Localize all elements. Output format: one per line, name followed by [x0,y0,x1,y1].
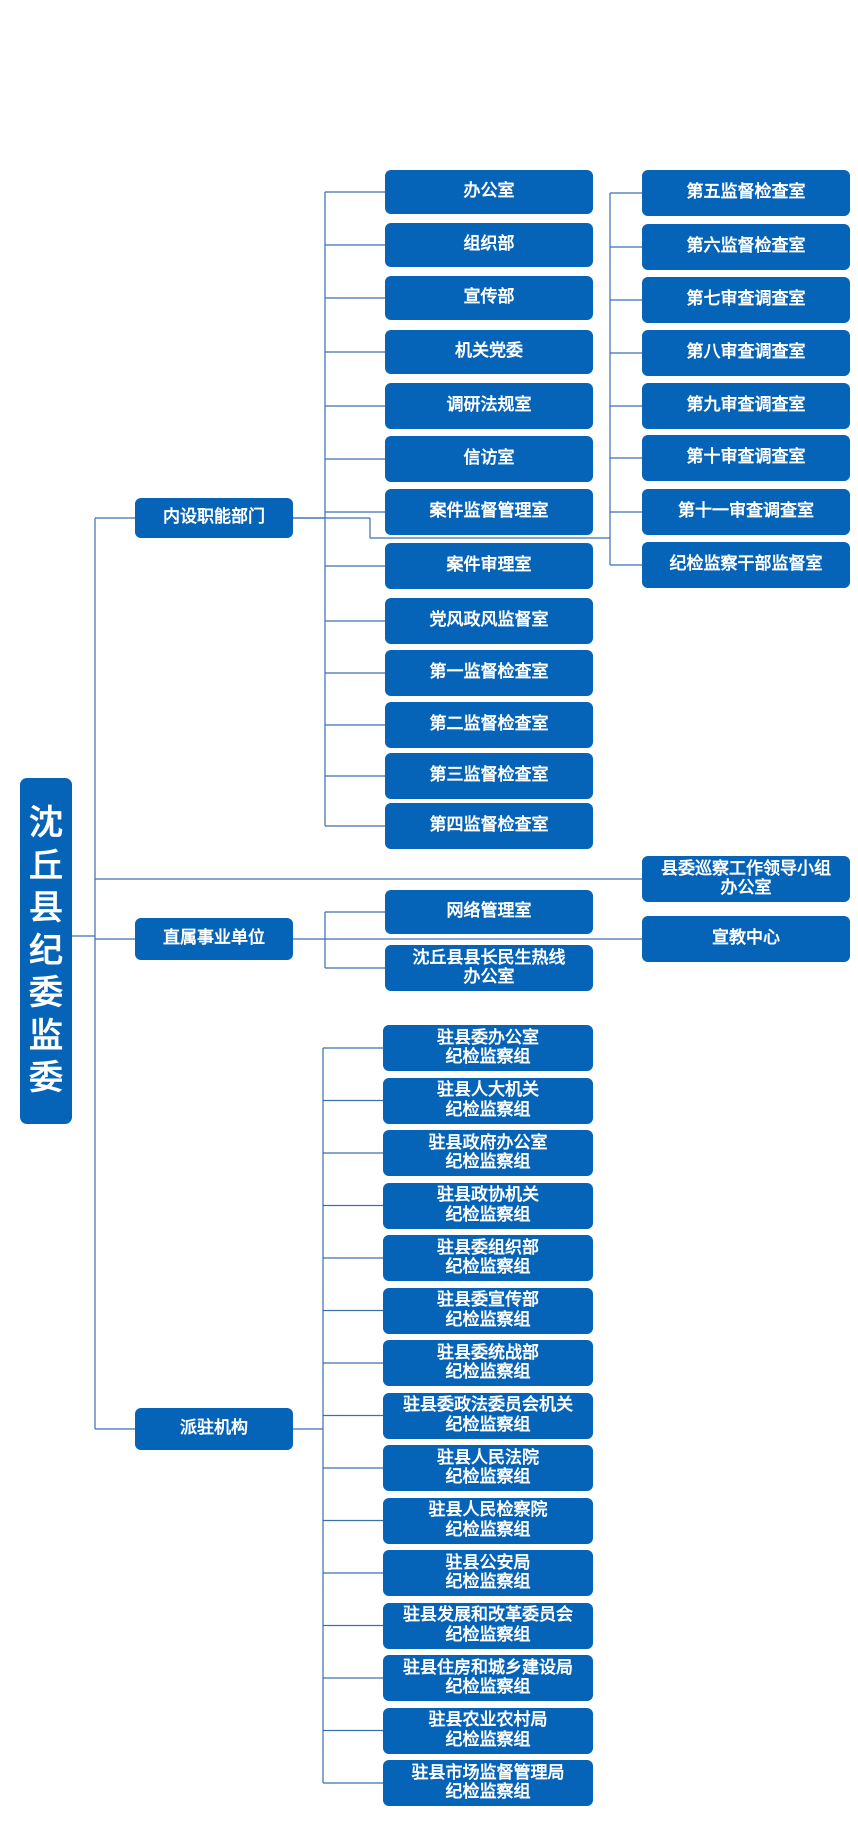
dispatched-box-2: 驻县人大机关 纪检监察组 [383,1077,593,1124]
category-dispatched-agencies: 派驻机构 [135,1408,293,1450]
dept-box-13: 第四监督检查室 [385,803,593,849]
root-node: 沈 丘 县 纪 委 监 委 [20,778,72,1124]
inspection-group-office: 县委巡察工作领导小组 办公室 [642,856,850,902]
dept-box-11: 第二监督检查室 [385,702,593,748]
dept-box-20: 第十一审查调查室 [642,489,850,535]
dept-box-12: 第三监督检查室 [385,753,593,799]
dept-box-4: 机关党委 [385,330,593,374]
direct-unit-box-2: 沈丘县县长民生热线 办公室 [385,945,593,991]
dispatched-box-6: 驻县委宣传部 纪检监察组 [383,1287,593,1334]
direct-unit-box-3: 宣教中心 [642,916,850,962]
dept-box-14: 第五监督检查室 [642,170,850,216]
dept-box-7: 案件监督管理室 [385,489,593,535]
dept-box-16: 第七审查调查室 [642,277,850,323]
dept-box-8: 案件审理室 [385,543,593,589]
dept-box-19: 第十审查调查室 [642,435,850,481]
dispatched-box-9: 驻县人民法院 纪检监察组 [383,1445,593,1491]
dispatched-box-12: 驻县发展和改革委员会 纪检监察组 [383,1602,593,1649]
dept-box-18: 第九审查调查室 [642,383,850,429]
dispatched-box-7: 驻县委统战部 纪检监察组 [383,1340,593,1386]
dept-box-15: 第六监督检查室 [642,224,850,270]
dispatched-box-3: 驻县政府办公室 纪检监察组 [383,1130,593,1176]
dept-box-2: 组织部 [385,223,593,267]
dept-box-5: 调研法规室 [385,383,593,429]
dept-box-21: 纪检监察干部监督室 [642,542,850,588]
dispatched-box-10: 驻县人民检察院 纪检监察组 [383,1497,593,1544]
dept-box-10: 第一监督检查室 [385,650,593,696]
direct-unit-box-1: 网络管理室 [385,890,593,934]
dispatched-box-11: 驻县公安局 纪检监察组 [383,1550,593,1596]
dept-box-1: 办公室 [385,170,593,214]
dept-box-17: 第八审查调查室 [642,330,850,376]
category-direct-units: 直属事业单位 [135,918,293,960]
dept-box-6: 信访室 [385,436,593,482]
dept-box-3: 宣传部 [385,276,593,320]
dispatched-box-4: 驻县政协机关 纪检监察组 [383,1182,593,1229]
dispatched-box-1: 驻县委办公室 纪检监察组 [383,1025,593,1071]
dispatched-box-5: 驻县委组织部 纪检监察组 [383,1235,593,1281]
dept-box-9: 党风政风监督室 [385,598,593,644]
category-internal-departments: 内设职能部门 [135,498,293,538]
dispatched-box-15: 驻县市场监督管理局 纪检监察组 [383,1760,593,1806]
dispatched-box-13: 驻县住房和城乡建设局 纪检监察组 [383,1655,593,1701]
dispatched-box-14: 驻县农业农村局 纪检监察组 [383,1707,593,1754]
dispatched-box-8: 驻县委政法委员会机关 纪检监察组 [383,1392,593,1439]
